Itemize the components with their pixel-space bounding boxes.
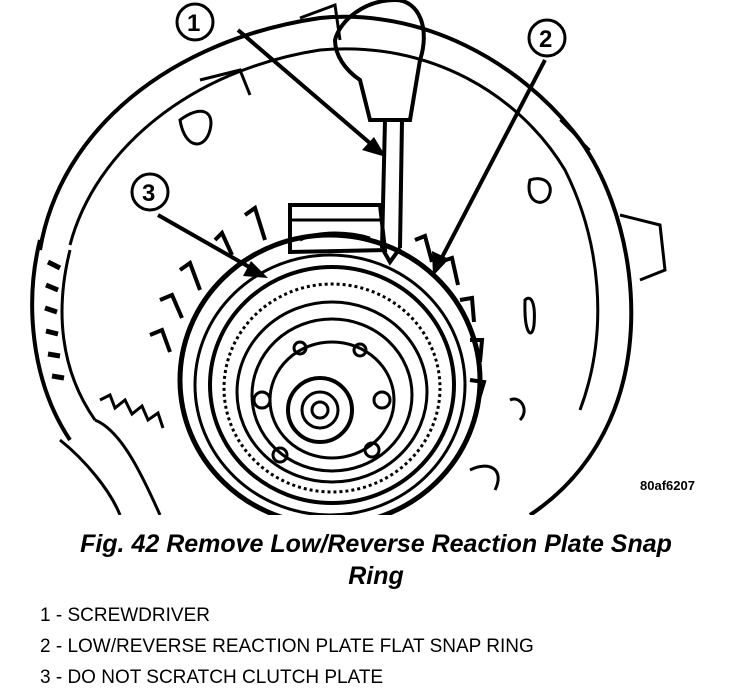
figure-caption: Fig. 42 Remove Low/Reverse Reaction Plat… [20,528,732,592]
caption-line-2: Ring [348,562,404,590]
legend-item: 1 - SCREWDRIVER [40,605,210,626]
technical-illustration: 1 2 3 80af6207 [30,0,695,528]
caption-line-1: Fig. 42 Remove Low/Reverse Reaction Plat… [80,530,672,558]
figure-id-code: 80af6207 [640,478,695,493]
callout-1: 1 [187,10,200,37]
callout-legend: 1 - SCREWDRIVER 2 - LOW/REVERSE REACTION… [40,600,534,693]
case-outline [38,14,634,517]
screwdriver-handle [332,0,426,122]
clutch-pack-outer [177,232,483,528]
callout-3: 3 [142,180,155,207]
snap-ring [208,265,456,505]
transmission-drawing: 1 2 3 [30,0,667,528]
case-outline-inner [68,47,600,411]
belt [30,239,72,442]
callout-2: 2 [539,26,552,53]
screwdriver-shaft [380,119,404,266]
legend-item: 3 - DO NOT SCRATCH CLUTCH PLATE [40,667,384,688]
legend-item: 2 - LOW/REVERSE REACTION PLATE FLAT SNAP… [40,636,534,657]
